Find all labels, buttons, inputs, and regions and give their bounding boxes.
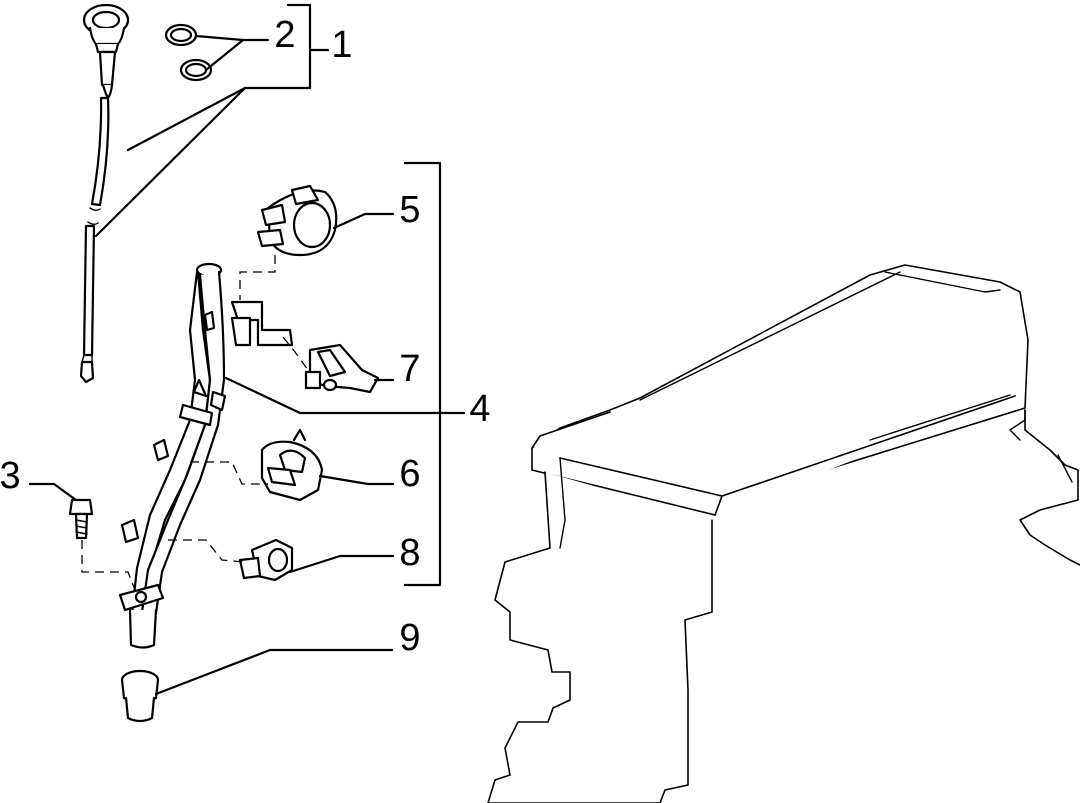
engine-block-outline — [487, 264, 1080, 803]
callout-4: 4 — [469, 388, 490, 430]
callout-8: 8 — [399, 532, 420, 574]
leader-lines — [28, 3, 466, 696]
dipstick-guide-tube — [118, 262, 294, 649]
callout-1: 1 — [331, 24, 352, 66]
callout-6: 6 — [399, 453, 420, 495]
callout-7: 7 — [399, 348, 420, 390]
assembly-dashed-lines — [81, 255, 309, 591]
dipstick — [79, 3, 130, 384]
callout-5: 5 — [399, 189, 420, 231]
grommet — [120, 669, 160, 723]
clip-8 — [238, 538, 294, 582]
clip-5 — [256, 184, 338, 257]
clip-6 — [260, 428, 324, 502]
callout-3: 3 — [0, 455, 21, 497]
clip-7 — [304, 343, 380, 394]
callout-9: 9 — [399, 617, 420, 659]
o-rings — [164, 23, 213, 82]
bolt — [68, 498, 94, 540]
callout-2: 2 — [274, 14, 295, 56]
